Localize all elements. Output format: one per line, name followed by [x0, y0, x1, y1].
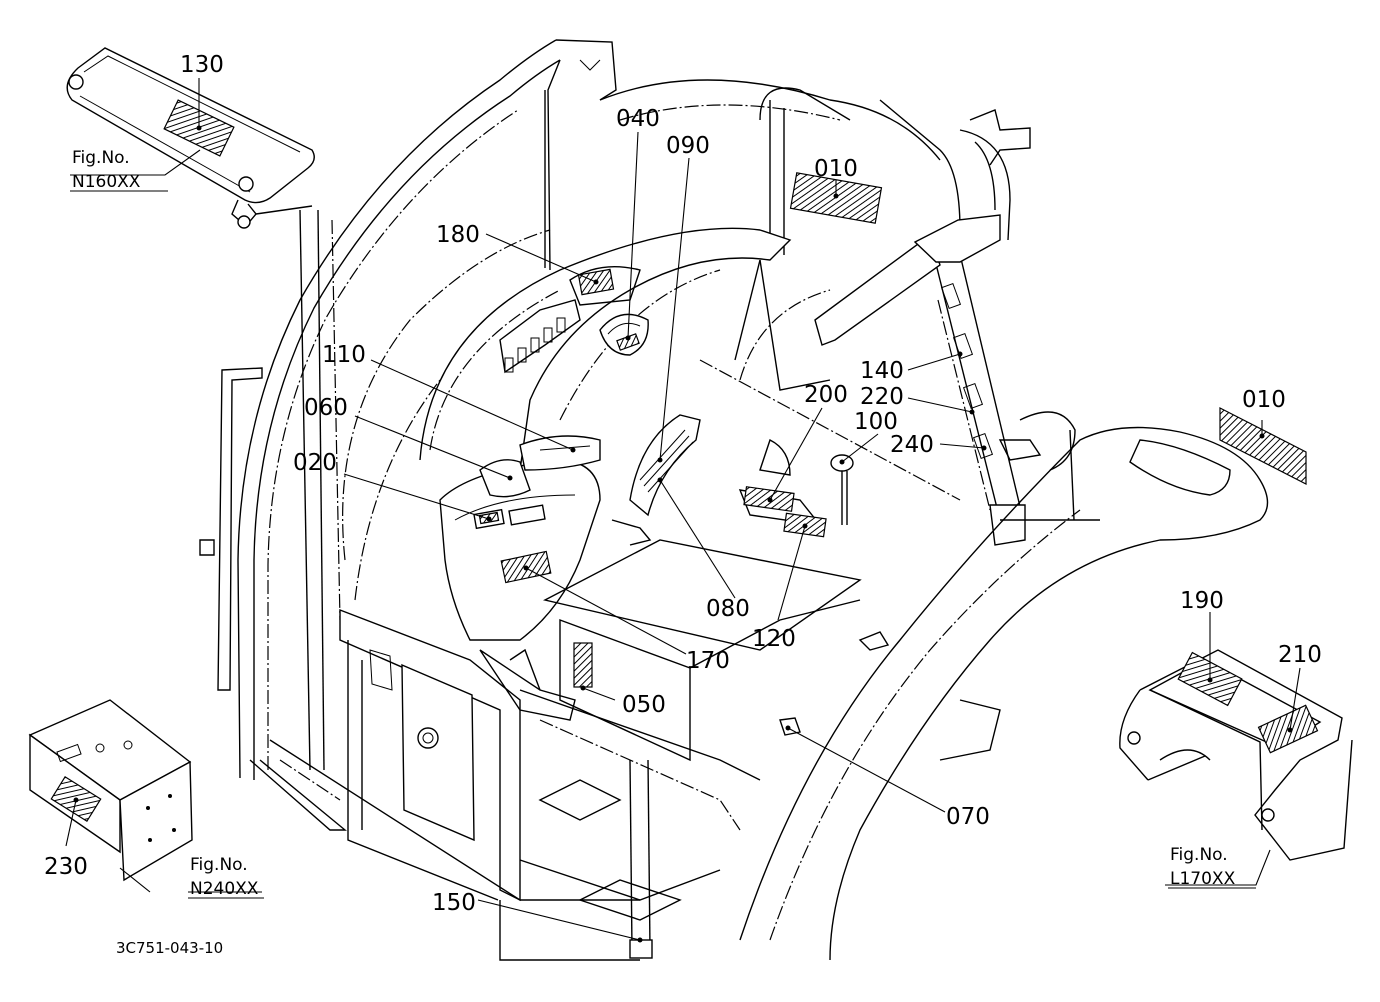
sun-visor: [66, 47, 315, 229]
label-110: 110: [322, 342, 366, 368]
label-010-window: 010: [814, 156, 858, 182]
label-120: 120: [752, 626, 796, 652]
label-090: 090: [666, 133, 710, 159]
label-150: 150: [432, 890, 476, 916]
label-190: 190: [1180, 588, 1224, 614]
leader-dots: [73, 125, 1293, 943]
leader-lines: [65, 78, 1301, 941]
label-020: 020: [293, 450, 337, 476]
label-060: 060: [304, 395, 348, 421]
label-130: 130: [180, 52, 224, 78]
fig-n160-caption: Fig.No.: [72, 148, 130, 168]
label-230: 230: [44, 854, 88, 880]
label-070: 070: [946, 804, 990, 830]
fig-n240-caption: Fig.No.: [190, 855, 248, 875]
label-240: 240: [890, 432, 934, 458]
fender-inset: [1119, 649, 1353, 861]
fig-n240-code: N240XX: [190, 879, 259, 899]
label-220: 220: [860, 384, 904, 410]
label-100: 100: [854, 409, 898, 435]
dashboard: [419, 227, 792, 641]
cab-frame: [199, 39, 1031, 780]
decal-050: [573, 642, 593, 688]
decal-010-fender: [1219, 407, 1307, 485]
label-140: 140: [860, 358, 904, 384]
left-door-frame: [249, 608, 640, 961]
label-010-fender: 010: [1242, 387, 1286, 413]
label-050: 050: [622, 692, 666, 718]
label-200: 200: [804, 382, 848, 408]
fig-l170-caption: Fig.No.: [1170, 845, 1228, 865]
figure-references: Fig.No. N160XX Fig.No. N240XX Fig.No. L1…: [70, 148, 1256, 899]
label-080: 080: [706, 596, 750, 622]
rear-fender: [739, 411, 1269, 961]
label-040: 040: [616, 106, 660, 132]
label-170: 170: [686, 648, 730, 674]
label-210: 210: [1278, 642, 1322, 668]
part-labels: 130 040 090 010 180 110 060 020 140 220 …: [44, 52, 1322, 916]
label-180: 180: [436, 222, 480, 248]
panel-inset: [28, 699, 193, 882]
fig-l170-code: L170XX: [1170, 869, 1236, 889]
drawing-code: 3C751-043-10: [116, 939, 223, 957]
fig-n160-code: N160XX: [72, 172, 141, 192]
